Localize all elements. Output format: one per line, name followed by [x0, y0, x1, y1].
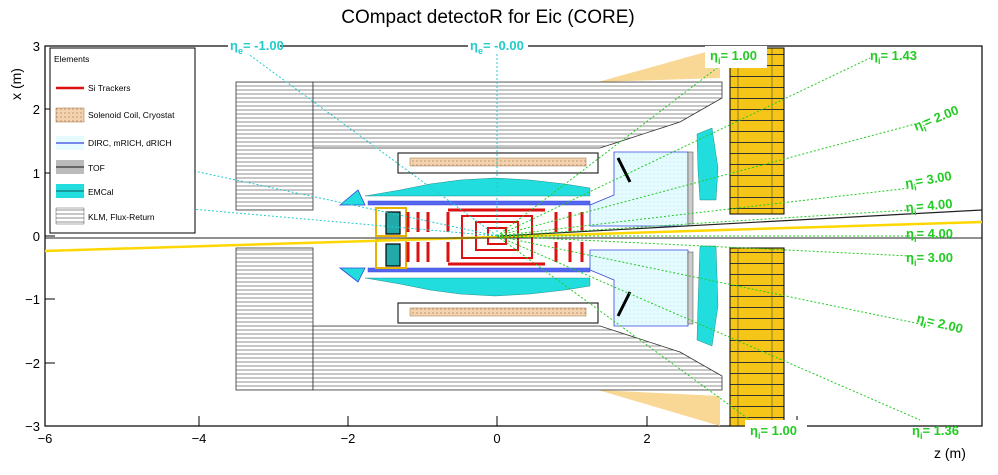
klm-barrel-bottom	[312, 325, 723, 391]
eta-ion-label: ηi= 1.36	[912, 423, 959, 441]
legend-label: KLM, Flux-Return	[88, 212, 155, 222]
drich-mirror-top	[616, 157, 632, 183]
legend: Elements Si Trackers Solenoid Coil, Cryo…	[49, 47, 196, 234]
x-tick-label: 0	[493, 431, 500, 446]
legend-title: Elements	[54, 54, 89, 64]
x-tick-label: −6	[38, 431, 53, 446]
hcal-forward-top	[729, 47, 785, 215]
eta-i-label-bg	[745, 420, 807, 442]
klm-backward-top	[235, 81, 314, 211]
legend-label: Si Trackers	[88, 83, 131, 93]
klm-barrel-top	[312, 81, 723, 149]
backward-emcal-bottom	[338, 267, 366, 283]
legend-label: DIRC, mRICH, dRICH	[88, 138, 172, 148]
x-tick-label: 2	[643, 431, 650, 446]
eta-i-label-bg	[705, 46, 767, 68]
eta-e-label-bg	[228, 36, 280, 54]
x-tick-label: −2	[341, 431, 356, 446]
backward-emcal-top	[338, 189, 366, 206]
eta-ion-label: ηi= 4.00	[905, 196, 953, 218]
x-axis-label: z (m)	[934, 445, 966, 461]
eta-ion-label: ηi= 1.00	[710, 48, 757, 66]
x-tick-label: −4	[192, 431, 207, 446]
hcal-forward-bottom	[729, 247, 785, 427]
y-tick-label: 3	[33, 39, 40, 54]
eta-ion-label: ηi= 1.43	[870, 48, 917, 66]
drich-top	[589, 151, 689, 227]
emcal-forward-top	[696, 127, 719, 201]
eta-ion-label: ηi= 1.00	[750, 423, 797, 441]
legend-label: EMCal	[88, 187, 114, 197]
eta-electron-label: ηe= -0.00	[470, 38, 524, 56]
drich-mirror-bottom	[616, 291, 632, 317]
forward-cone-top	[598, 48, 720, 82]
y-axis: 3 2 1 0 −1 −2 −3 x (m)	[8, 39, 55, 434]
eta-lines-electron	[179, 47, 498, 237]
klm-backward-bottom	[235, 247, 314, 391]
backward-calo-top	[385, 211, 401, 235]
forward-cone-bottom	[598, 390, 720, 426]
y-tick-label: −3	[25, 419, 40, 434]
legend-label: TOF	[88, 163, 105, 173]
eta-ion-label: ηi= 3.00	[904, 168, 953, 194]
eta-e-label-bg	[468, 36, 528, 54]
eta-ion-label: ηi= 3.00	[906, 250, 953, 268]
legend-swatch-klm	[55, 207, 85, 225]
y-tick-label: 0	[33, 229, 40, 244]
y-tick-label: −2	[25, 356, 40, 371]
tof-forward-bottom	[687, 251, 694, 325]
coil-bottom	[409, 307, 587, 317]
y-axis-label: x (m)	[8, 68, 24, 100]
figure-title: COmpact detectoR for Eic (CORE)	[341, 7, 635, 28]
eta-ion-label: ηi= 4.00	[906, 226, 953, 244]
eta-ion-label: ηi= 2.00	[912, 102, 962, 136]
coil-top	[409, 157, 587, 167]
eta-ion-label: ηi= 2.00	[915, 310, 965, 339]
y-tick-label: 1	[33, 166, 40, 181]
beam-upper	[499, 209, 983, 237]
backward-calo-bottom	[385, 243, 401, 267]
y-tick-label: 2	[33, 102, 40, 117]
eta-electron-label: ηe= -1.00	[230, 38, 284, 56]
y-tick-label: −1	[25, 292, 40, 307]
legend-swatch-coil	[55, 107, 85, 123]
emcal-barrel-bottom	[364, 277, 591, 297]
x-axis: −6 −4 −2 0 2 z (m)	[38, 416, 966, 461]
legend-label: Solenoid Coil, Cryostat	[88, 110, 175, 120]
emcal-forward-bottom	[696, 245, 719, 347]
drich-bottom	[589, 249, 689, 327]
dirc-top	[367, 200, 591, 206]
emcal-barrel-top	[364, 177, 591, 197]
eta-lines-ion	[496, 57, 931, 421]
